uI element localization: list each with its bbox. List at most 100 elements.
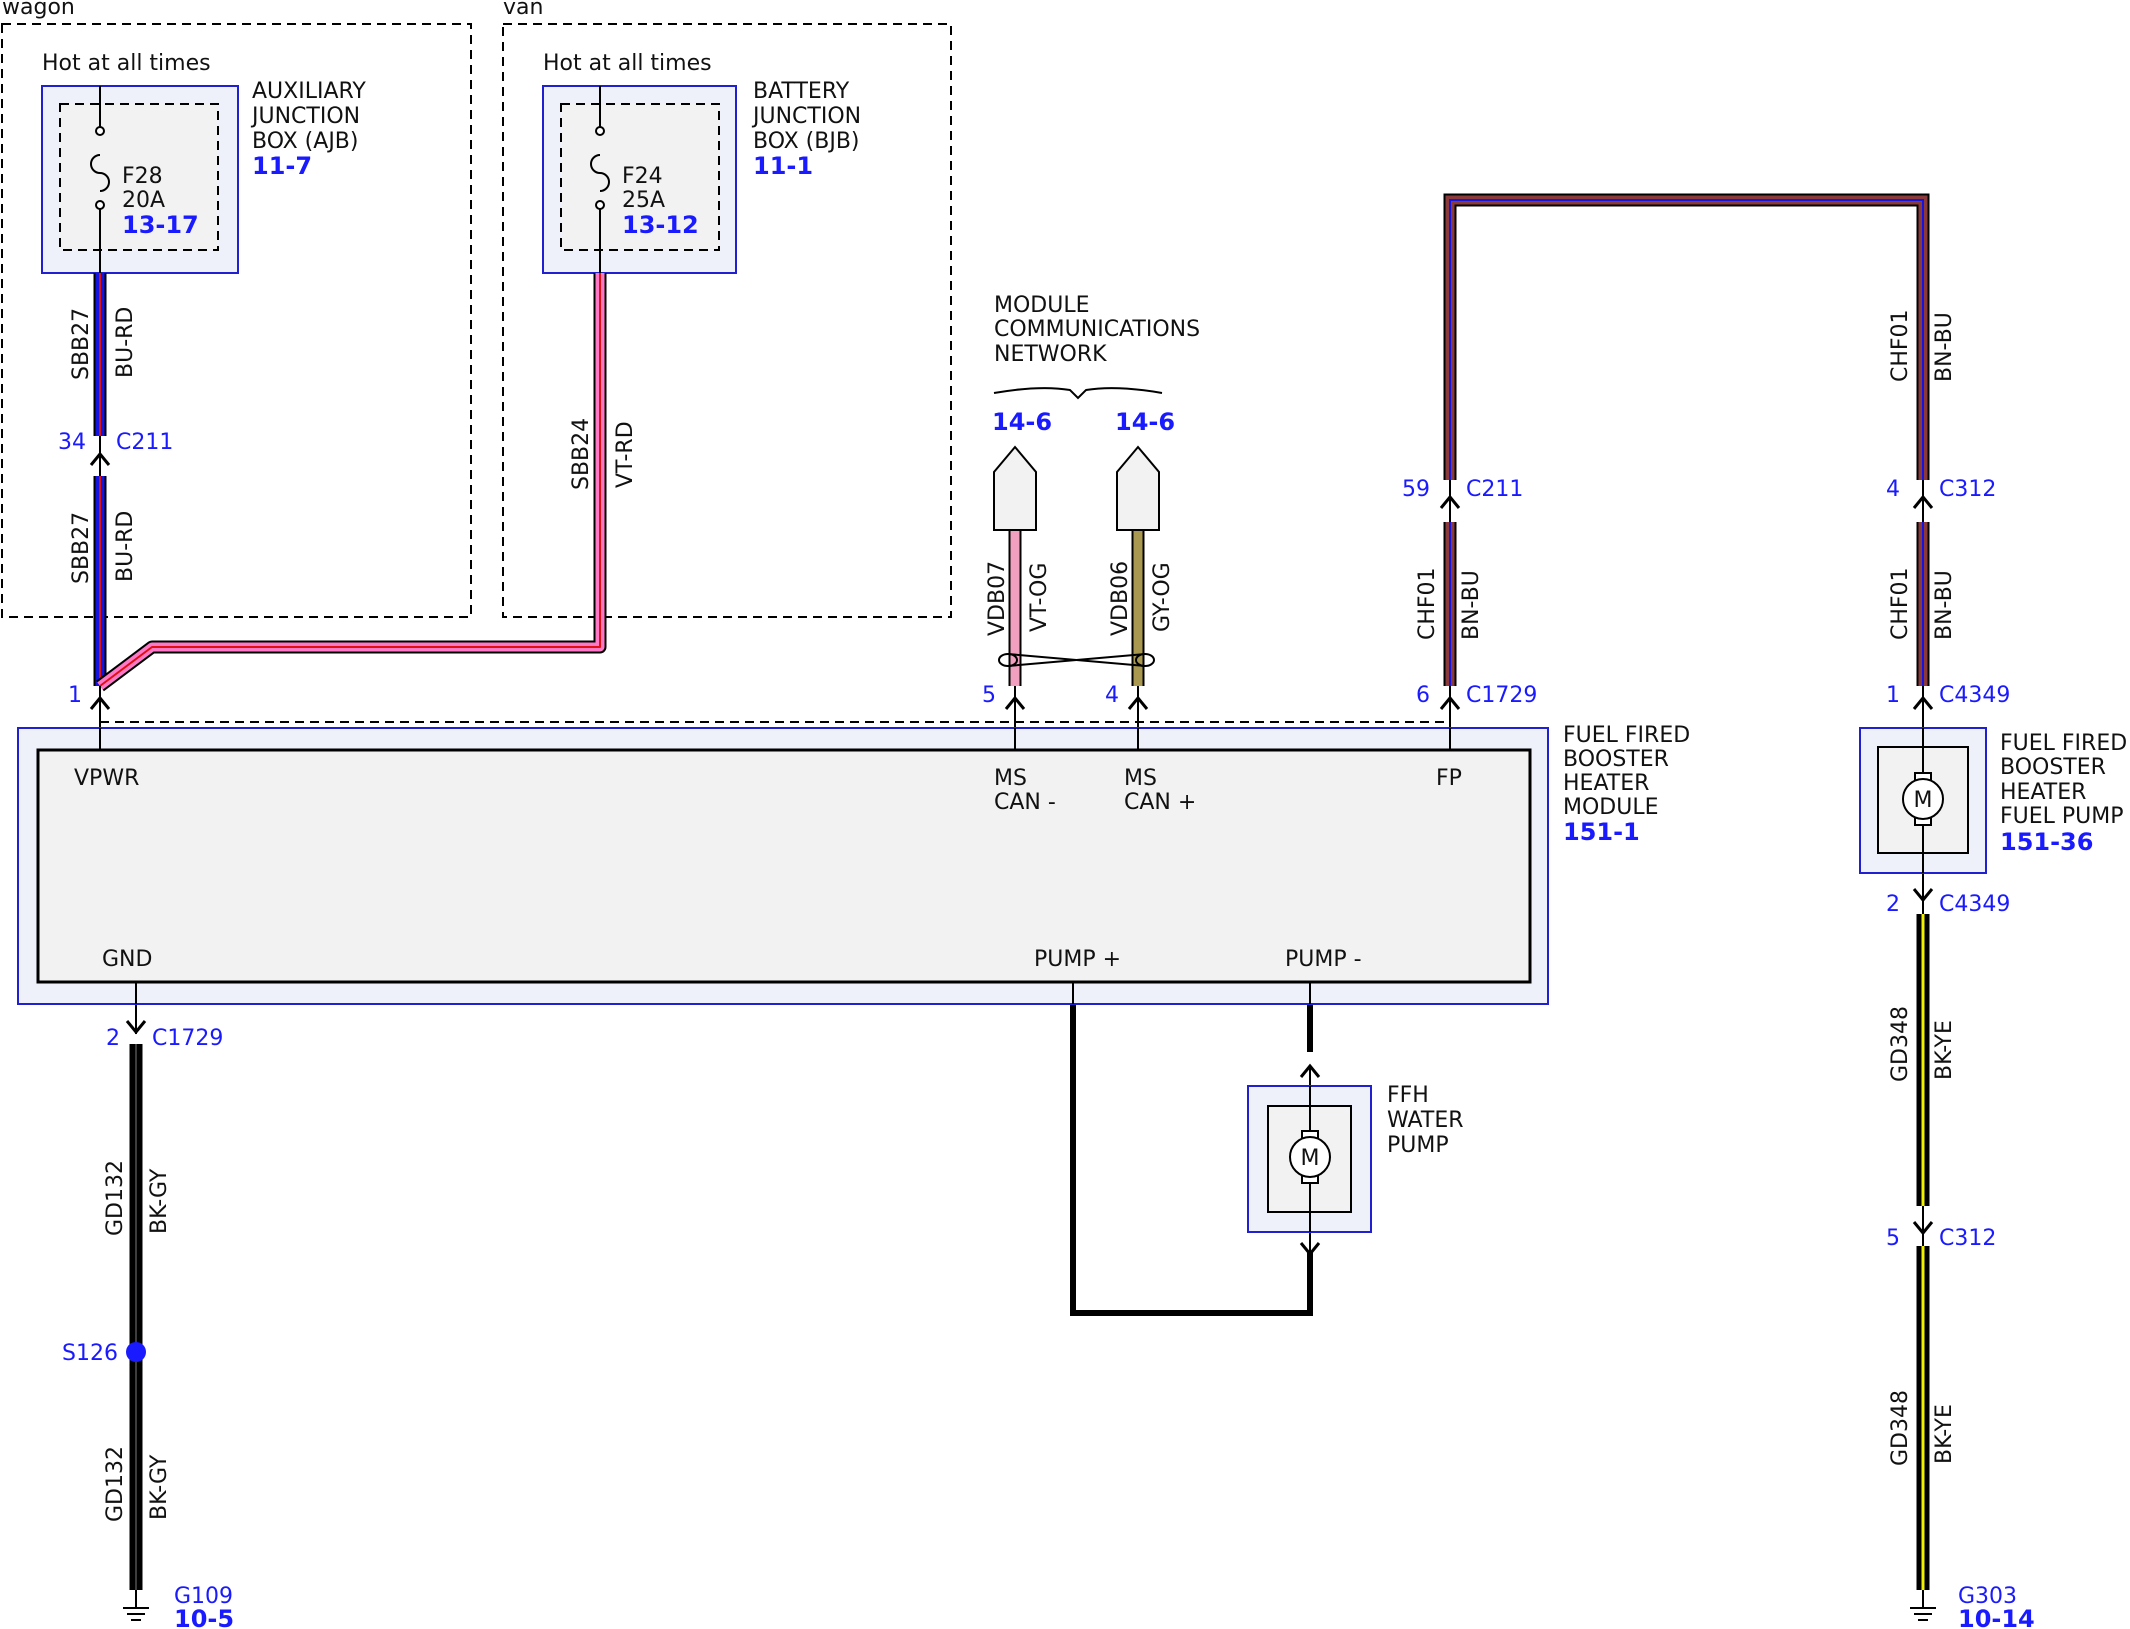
bjb-hot-at-all-times: Hot at all times <box>543 51 712 76</box>
wire-label-chf01-pump: CHF01 <box>1888 567 1913 640</box>
fuel-fired-booster-heater-module: VPWR MS CAN - MS CAN + FP GND PUMP + PUM… <box>17 723 1690 1005</box>
wire-color-vt-og: VT-OG <box>1027 563 1052 632</box>
network-title-line-1: MODULE <box>994 293 1090 318</box>
bjb-ref: 11-1 <box>753 152 813 180</box>
wire-label-sbb27-upper: SBB27 <box>69 308 94 380</box>
pin-number-59: 59 <box>1402 477 1430 502</box>
fuse-f24-id: F24 <box>622 164 663 189</box>
ajb-name-line-3: BOX (AJB) <box>252 129 358 154</box>
fuse-f28-ref: 13-17 <box>122 211 199 239</box>
pin-number-4: 4 <box>1105 683 1119 708</box>
network-brace <box>993 387 1163 400</box>
ground-g303-ref: 10-14 <box>1958 1605 2035 1629</box>
connector-c1729-2-terminal <box>125 1020 147 1035</box>
connector-c1729-1-terminal <box>89 695 111 710</box>
ground-g303-id: G303 <box>1958 1584 2017 1609</box>
ground-g109-ref: 10-5 <box>174 1605 234 1629</box>
pin-label-pump-plus: PUMP + <box>1034 947 1121 972</box>
wire-label-gd132-lower: GD132 <box>103 1446 128 1522</box>
wire-label-vdb06: VDB06 <box>1108 561 1133 636</box>
module-ref: 151-1 <box>1563 818 1640 846</box>
water-pump-name-line-1: FFH <box>1387 1083 1429 1108</box>
battery-junction-box: Hot at all times F24 25A 13-12 BATTERY J… <box>542 51 861 274</box>
bjb-name-line-2: JUNCTION <box>751 104 861 129</box>
pin-number-34: 34 <box>58 430 86 455</box>
wire-chf01-loop <box>1443 193 1930 480</box>
pin-number-2-gnd: 2 <box>106 1026 120 1051</box>
fuse-f28-icon <box>90 154 110 192</box>
wire-label-sbb24: SBB24 <box>569 418 594 490</box>
ground-g109-id: G109 <box>174 1584 233 1609</box>
connector-c312-4-terminal <box>1912 480 1934 522</box>
water-pump-motor-label: M <box>1301 1146 1320 1171</box>
wagon-region: wagon <box>1 0 472 618</box>
connector-label-c312-upper: C312 <box>1939 477 1996 502</box>
auxiliary-junction-box: Hot at all times F28 20A 13-17 AUXILIARY… <box>41 51 366 274</box>
ajb-ref: 11-7 <box>252 152 312 180</box>
wire-color-vt-rd: VT-RD <box>613 421 638 488</box>
module-name-line-1: FUEL FIRED <box>1563 723 1690 748</box>
network-connector-vdb07-icon <box>993 445 1037 531</box>
pin-label-vpwr: VPWR <box>74 766 139 791</box>
splice-s126: S126 <box>62 1341 146 1366</box>
network-title-line-3: NETWORK <box>994 342 1107 367</box>
wire-color-gy-og: GY-OG <box>1150 562 1175 632</box>
pin-number-6: 6 <box>1416 683 1430 708</box>
fuel-pump-name-line-1: FUEL FIRED <box>2000 731 2127 756</box>
wire-color-bu-rd-lower: BU-RD <box>113 511 138 582</box>
fuel-pump-motor-icon <box>1902 778 1944 820</box>
connector-label-c211-left: C211 <box>116 430 173 455</box>
pin-label-pump-minus: PUMP - <box>1285 947 1362 972</box>
water-pump-name-line-2: WATER <box>1387 1108 1464 1133</box>
wire-label-gd132-upper: GD132 <box>103 1160 128 1236</box>
connector-label-c1729-fp: C1729 <box>1466 683 1537 708</box>
wagon-label: wagon <box>2 0 75 20</box>
ground-g109: G109 10-5 <box>123 1584 234 1629</box>
fuse-f24-ref: 13-12 <box>622 211 699 239</box>
pin-label-ms-can-minus-2: CAN - <box>994 790 1056 815</box>
wire-label-chf01-module: CHF01 <box>1415 567 1440 640</box>
wire-color-bu-rd-upper: BU-RD <box>113 307 138 378</box>
fuel-pump-motor-label: M <box>1914 788 1933 813</box>
module-name-line-2: BOOSTER <box>1563 747 1669 772</box>
connector-label-c211-right: C211 <box>1466 477 1523 502</box>
wire-sbb24 <box>96 273 607 692</box>
splice-dot-icon <box>126 1342 146 1362</box>
connector-c4349-1-terminal <box>1912 695 1934 710</box>
connector-c1729-6-terminal <box>1439 695 1461 710</box>
water-pump-component: M FFH WATER PUMP <box>1247 1063 1464 1257</box>
pin-label-gnd: GND <box>102 947 152 972</box>
van-region: van <box>502 0 952 618</box>
wire-label-sbb27-lower: SBB27 <box>69 512 94 584</box>
module-name-line-3: HEATER <box>1563 771 1649 796</box>
pin-label-ms-can-plus-1: MS <box>1124 766 1157 791</box>
network-connector-vdb06-icon <box>1116 445 1160 531</box>
fuel-pump-name-line-4: FUEL PUMP <box>2000 804 2124 829</box>
fuse-f28-rating: 20A <box>122 188 165 213</box>
pin-number-1-vpwr: 1 <box>68 683 82 708</box>
connector-label-c312-lower: C312 <box>1939 1226 1996 1251</box>
wire-label-chf01-loop: CHF01 <box>1888 309 1913 382</box>
ajb-name-line-2: JUNCTION <box>250 104 360 129</box>
connector-c1729-4-terminal <box>1127 695 1149 710</box>
ground-g303: G303 10-14 <box>1910 1584 2035 1629</box>
ajb-name-line-1: AUXILIARY <box>252 79 366 104</box>
network-ref-vdb06: 14-6 <box>1115 408 1175 436</box>
fuse-f24-rating: 25A <box>622 188 665 213</box>
connector-c1729-5-terminal <box>1004 695 1026 710</box>
water-pump-motor-icon <box>1289 1136 1331 1178</box>
twisted-pair-indicator <box>998 653 1155 667</box>
network-ref-vdb07: 14-6 <box>992 408 1052 436</box>
wire-label-vdb07: VDB07 <box>985 561 1010 636</box>
pin-number-2-c4349: 2 <box>1886 892 1900 917</box>
pin-label-ms-can-minus-1: MS <box>994 766 1027 791</box>
pin-number-1-c4349: 1 <box>1886 683 1900 708</box>
pin-label-fp: FP <box>1436 766 1462 791</box>
pin-number-5: 5 <box>982 683 996 708</box>
wire-color-bn-bu-module: BN-BU <box>1459 570 1484 640</box>
pin-label-ms-can-plus-2: CAN + <box>1124 790 1196 815</box>
pin-number-4-c312: 4 <box>1886 477 1900 502</box>
connector-c211-59-terminal <box>1439 480 1461 522</box>
bjb-name-line-1: BATTERY <box>753 79 850 104</box>
